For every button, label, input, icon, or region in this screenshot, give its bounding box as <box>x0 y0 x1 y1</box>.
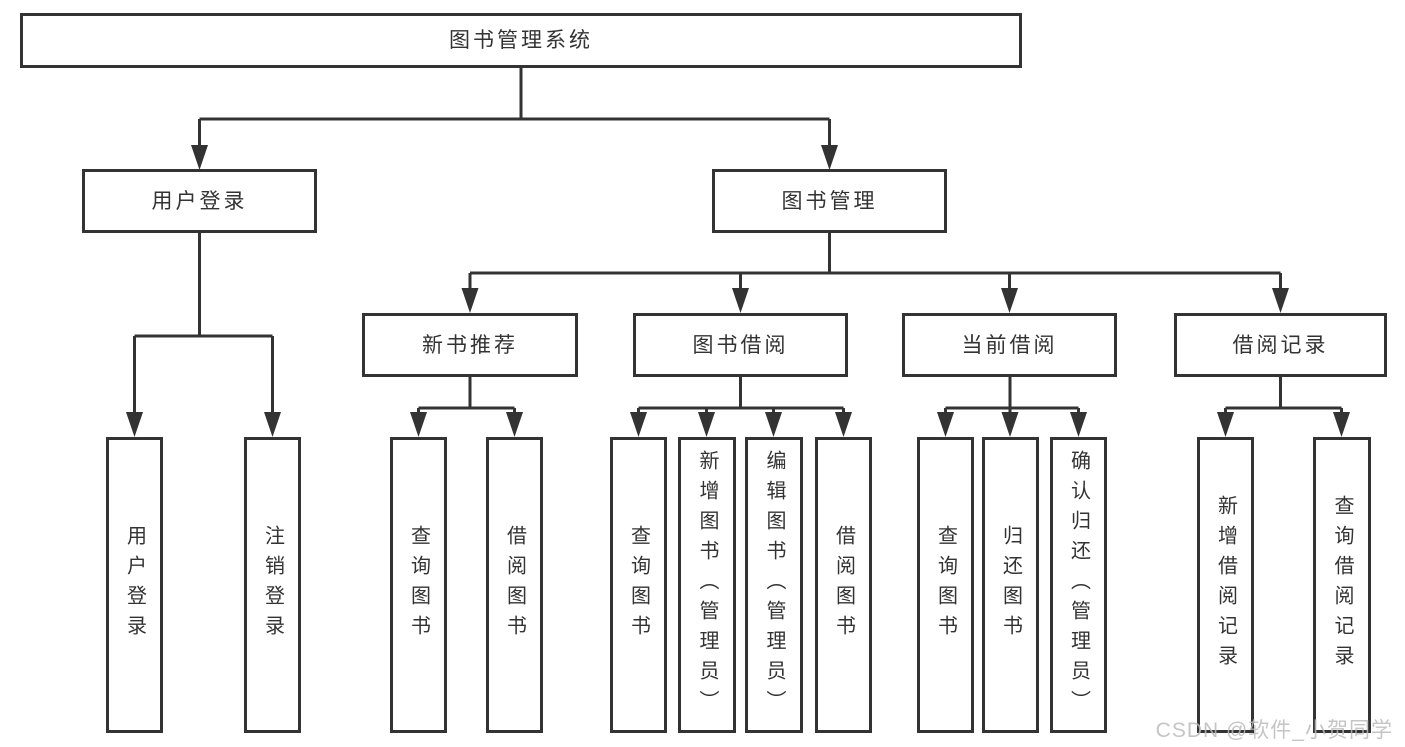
node-new-book-recommend: 新书推荐 <box>362 313 578 377</box>
node-book-management: 图书管理 <box>712 169 947 233</box>
node-new-book-child-query-books: 查询图书 <box>390 437 447 733</box>
node-book-borrow-child-add-books-admin: 新增图书（管理员） <box>678 437 736 733</box>
node-book-management-label: 图书管理 <box>781 189 878 213</box>
node-borrow-records-label: 借阅记录 <box>1232 333 1329 357</box>
connector-root-to-level2 <box>191 68 838 170</box>
node-borrow-records-child-add-record: 新增借阅记录 <box>1197 437 1254 733</box>
node-book-borrow-child-borrow-books-label: 借阅图书 <box>832 525 855 645</box>
node-borrow-records-child-add-record-label: 新增借阅记录 <box>1214 495 1237 675</box>
connector-book-borrow-to-children <box>630 377 852 437</box>
node-current-borrow-label: 当前借阅 <box>961 333 1058 357</box>
node-new-book-child-borrow-books: 借阅图书 <box>486 437 543 733</box>
connector-new-book-recommend-to-children <box>410 377 523 437</box>
node-book-borrow-child-add-books-admin-label: 新增图书（管理员） <box>696 450 718 720</box>
node-book-borrow-child-edit-books-admin-label: 编辑图书（管理员） <box>763 450 785 720</box>
connector-user-login-to-children <box>126 232 281 437</box>
node-current-borrow: 当前借阅 <box>902 313 1117 377</box>
node-user-login-label: 用户登录 <box>151 189 248 213</box>
node-current-borrow-child-confirm-return-admin-label: 确认归还（管理员） <box>1067 450 1090 720</box>
node-user-login-child-login-label: 用户登录 <box>123 525 146 645</box>
node-borrow-records-child-query-record-label: 查询借阅记录 <box>1331 495 1353 675</box>
node-new-book-child-borrow-books-label: 借阅图书 <box>503 525 526 645</box>
node-new-book-recommend-label: 新书推荐 <box>422 333 518 357</box>
node-book-borrow-label: 图书借阅 <box>692 333 789 357</box>
node-book-borrow: 图书借阅 <box>633 313 848 377</box>
node-book-borrow-child-borrow-books: 借阅图书 <box>815 437 872 733</box>
connector-current-borrow-to-children <box>937 377 1087 437</box>
node-user-login-child-logout: 注销登录 <box>244 437 301 733</box>
node-root-system-label: 图书管理系统 <box>449 29 593 52</box>
node-borrow-records: 借阅记录 <box>1174 313 1387 377</box>
node-user-login: 用户登录 <box>82 169 317 233</box>
node-user-login-child-login: 用户登录 <box>106 437 163 733</box>
node-current-borrow-child-query-books: 查询图书 <box>917 437 974 733</box>
node-book-borrow-child-query-books-label: 查询图书 <box>627 525 650 645</box>
node-user-login-child-logout-label: 注销登录 <box>261 525 284 645</box>
connector-book-management-to-level3 <box>461 232 1289 313</box>
node-book-borrow-child-query-books: 查询图书 <box>610 437 667 733</box>
node-current-borrow-child-query-books-label: 查询图书 <box>934 525 957 645</box>
node-borrow-records-child-query-record: 查询借阅记录 <box>1313 437 1371 733</box>
node-book-borrow-child-edit-books-admin: 编辑图书（管理员） <box>745 437 803 733</box>
node-current-borrow-child-return-books: 归还图书 <box>982 437 1039 733</box>
node-root-system: 图书管理系统 <box>20 13 1022 68</box>
node-new-book-child-query-books-label: 查询图书 <box>407 525 430 645</box>
node-current-borrow-child-return-books-label: 归还图书 <box>999 525 1022 645</box>
csdn-watermark: CSDN @软件_小贺同学 <box>1155 719 1393 742</box>
node-current-borrow-child-confirm-return-admin: 确认归还（管理员） <box>1050 437 1107 733</box>
connector-borrow-records-to-children <box>1217 377 1350 437</box>
